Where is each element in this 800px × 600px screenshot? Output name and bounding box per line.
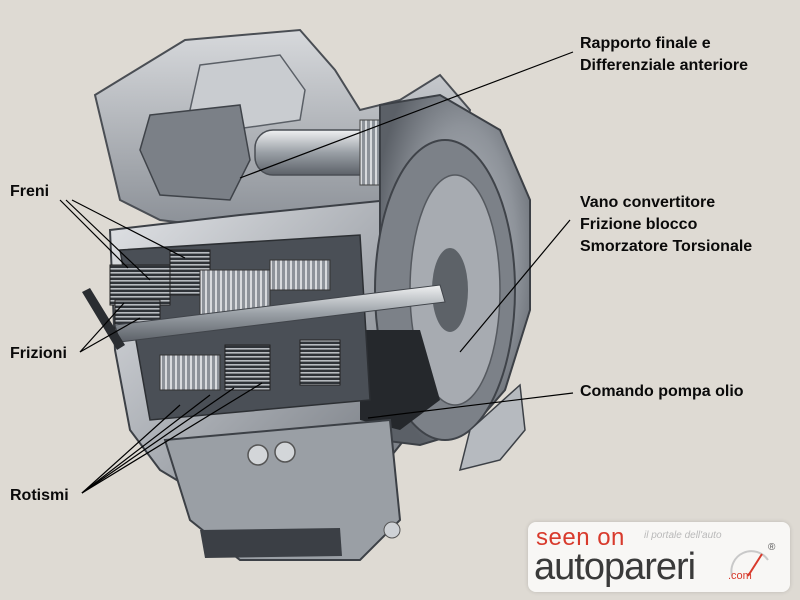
leader-line-frizioni-2 <box>79 302 125 353</box>
leader-line-freni-1 <box>59 199 129 269</box>
label-comando-pompa: Comando pompa olio <box>580 383 744 400</box>
watermark-brand: autopareri <box>534 546 696 589</box>
leader-line-freni-3 <box>71 199 186 259</box>
label-vano-line-3: Smorzatore Torsionale <box>580 238 753 255</box>
watermark-seen-on: seen on <box>536 524 625 551</box>
leader-lines <box>59 51 574 494</box>
watermark-brand-main: autopareri <box>534 546 696 588</box>
leader-line-vano <box>459 219 571 353</box>
watermark-tagline: il portale dell'auto <box>644 530 722 541</box>
leader-line-pompa <box>367 392 574 419</box>
label-freni: Freni <box>10 183 50 200</box>
label-vano-line-2: Frizione blocco <box>580 216 698 233</box>
leader-line-rotismi-2 <box>81 387 235 494</box>
leader-line-freni-2 <box>65 199 151 281</box>
leader-line-rotismi-1 <box>81 394 211 494</box>
autopareri-watermark: seen on il portale dell'auto autopareri … <box>528 522 790 592</box>
label-frizioni: Frizioni <box>10 345 67 362</box>
leader-line-rapporto <box>239 51 574 179</box>
gauge-icon <box>730 550 769 577</box>
leader-line-frizioni-1 <box>79 317 141 353</box>
leader-line-rotismi-4 <box>81 404 181 494</box>
label-rapporto-line-2: Differenziale anteriore <box>580 57 749 74</box>
watermark-registered: ® <box>768 542 776 553</box>
watermark-domain: .com <box>728 570 752 582</box>
label-rapporto-finale: Rapporto finale e Differenziale anterior… <box>580 33 748 77</box>
label-vano-convertitore: Vano convertitore Frizione blocco Smorza… <box>580 192 752 258</box>
leader-line-rotismi-3 <box>81 382 263 494</box>
label-rotismi: Rotismi <box>10 487 69 504</box>
label-vano-line-1: Vano convertitore <box>580 194 716 211</box>
transmission-housing <box>82 28 531 561</box>
label-rapporto-line-1: Rapporto finale e <box>580 35 711 52</box>
